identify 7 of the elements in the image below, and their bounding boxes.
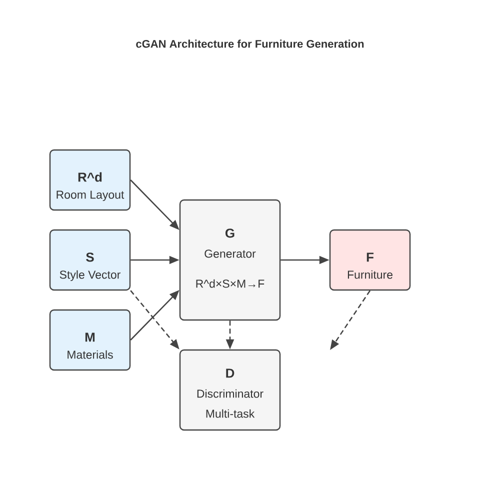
process-box: G Generator R^d×S×M→F — [179, 199, 281, 321]
process-box: F Furniture — [329, 229, 411, 291]
title: cGAN Architecture for Furniture Generation — [136, 40, 364, 48]
process-box: R^d Room Layout — [49, 149, 131, 211]
process-box: D Discriminator Multi-task — [179, 349, 281, 431]
process-box: M Materials — [49, 309, 131, 371]
process-box: S Style Vector — [49, 229, 131, 291]
